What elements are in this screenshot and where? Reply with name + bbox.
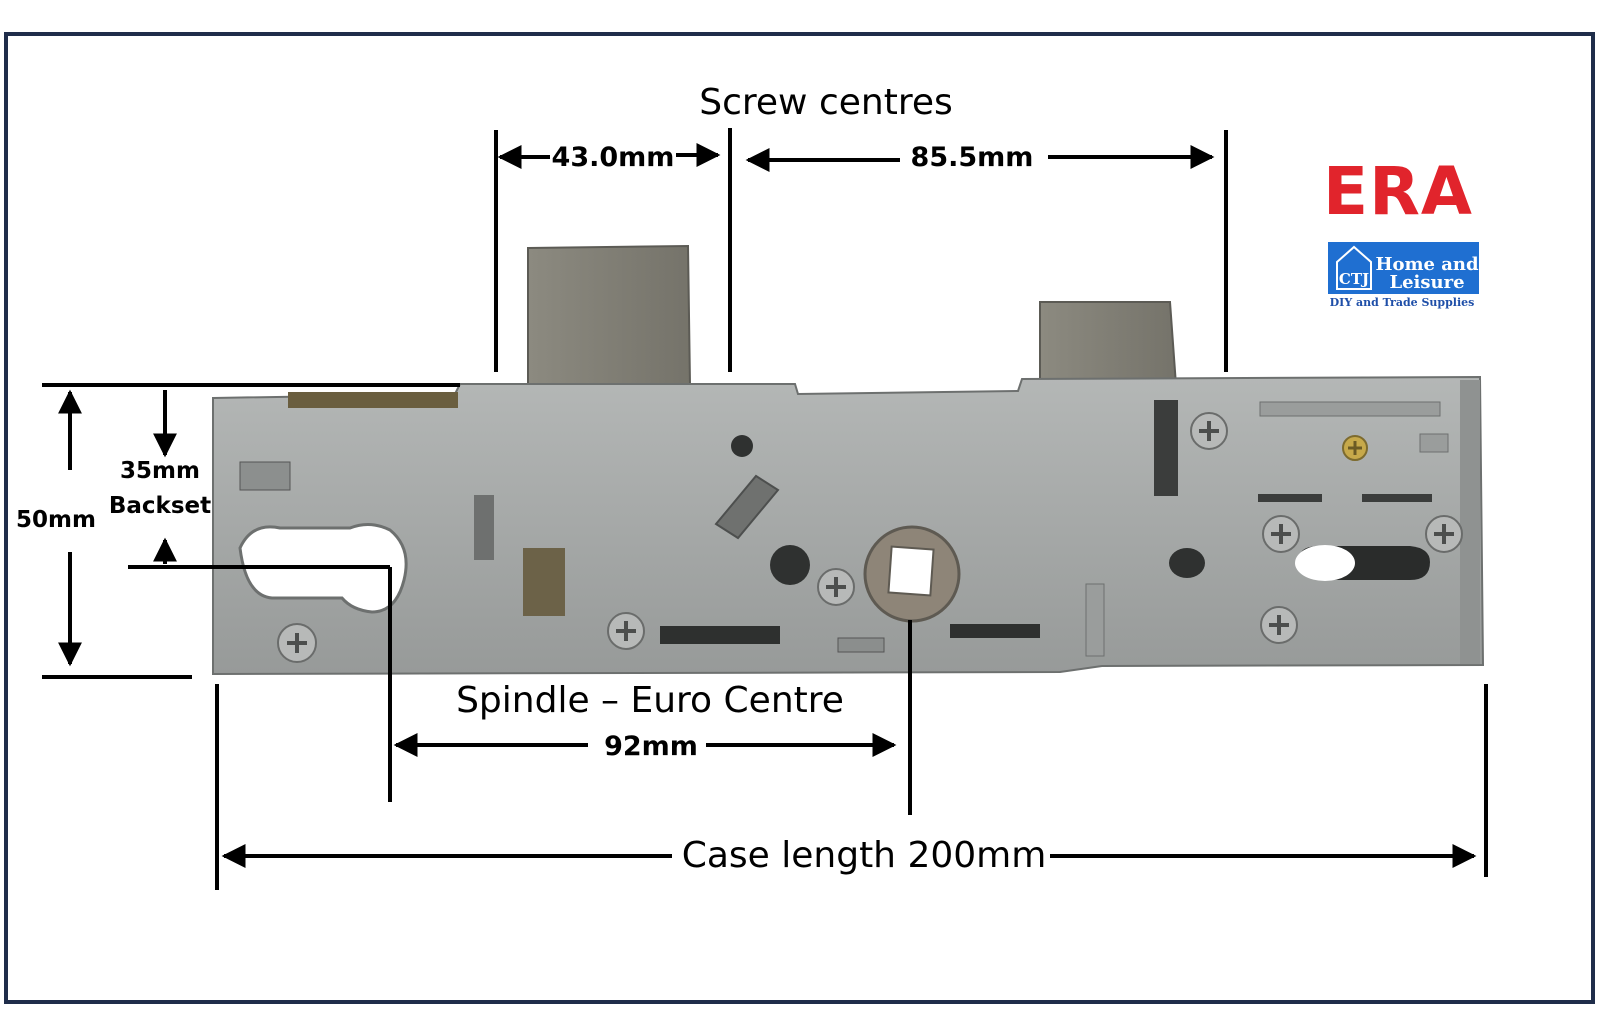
spindle-label: Spindle – Euro Centre — [456, 680, 844, 721]
lock-case — [212, 244, 1485, 676]
slot-d — [837, 637, 885, 653]
forend-edge — [1460, 380, 1480, 664]
dim-92-label: 92mm — [604, 731, 698, 762]
hole-small — [731, 435, 753, 457]
screw-icon — [817, 568, 855, 606]
slot-h — [1259, 401, 1441, 417]
ctj-logo: CTJ Home and Leisure DIY and Trade Suppl… — [1328, 242, 1479, 309]
dim-43-label: 43.0mm — [552, 142, 675, 173]
screw-icon — [1425, 515, 1463, 553]
dim-50-label: 50mm — [16, 507, 96, 533]
right-cutout-light — [1295, 545, 1355, 581]
slot-j — [1258, 494, 1322, 502]
screw-icon — [1190, 412, 1228, 450]
screw-centres-label: Screw centres — [699, 82, 952, 123]
slot-l — [239, 461, 291, 491]
screw-icon — [1342, 435, 1368, 461]
dimension-lines — [42, 128, 1488, 890]
spindle-hole — [887, 545, 935, 597]
slot-f — [1154, 400, 1178, 496]
screw-icon — [1260, 606, 1298, 644]
slot-b — [523, 548, 565, 616]
diagonal-slot — [714, 474, 780, 540]
backset-label: Backset — [109, 493, 211, 519]
ctj-logo-box — [1328, 242, 1479, 294]
top-bolt-left — [527, 244, 692, 388]
screw-icon — [607, 612, 645, 650]
slot-g — [1085, 583, 1105, 657]
ctj-mark: CTJ — [1339, 270, 1369, 288]
slot-i — [1419, 433, 1449, 453]
dim-35-label: 35mm — [120, 458, 200, 484]
slot-c — [660, 626, 780, 644]
slot-e — [950, 624, 1040, 638]
ctj-tagline: DIY and Trade Supplies — [1330, 296, 1475, 309]
ctj-line1: Home and — [1375, 254, 1479, 275]
hole-large — [770, 545, 810, 585]
house-icon — [1336, 245, 1372, 290]
screw-icon — [1262, 515, 1300, 553]
screw-icon — [277, 623, 317, 663]
top-slot — [288, 392, 458, 408]
hole-right — [1169, 548, 1205, 578]
dim-85-label: 85.5mm — [911, 142, 1034, 173]
ctj-line2: Leisure — [1389, 272, 1464, 293]
case-length-label: Case length 200mm — [682, 835, 1047, 876]
top-bolt-right — [1039, 301, 1178, 388]
slot-a — [474, 495, 494, 560]
era-logo: ERA — [1323, 153, 1473, 230]
slot-k — [1362, 494, 1432, 502]
